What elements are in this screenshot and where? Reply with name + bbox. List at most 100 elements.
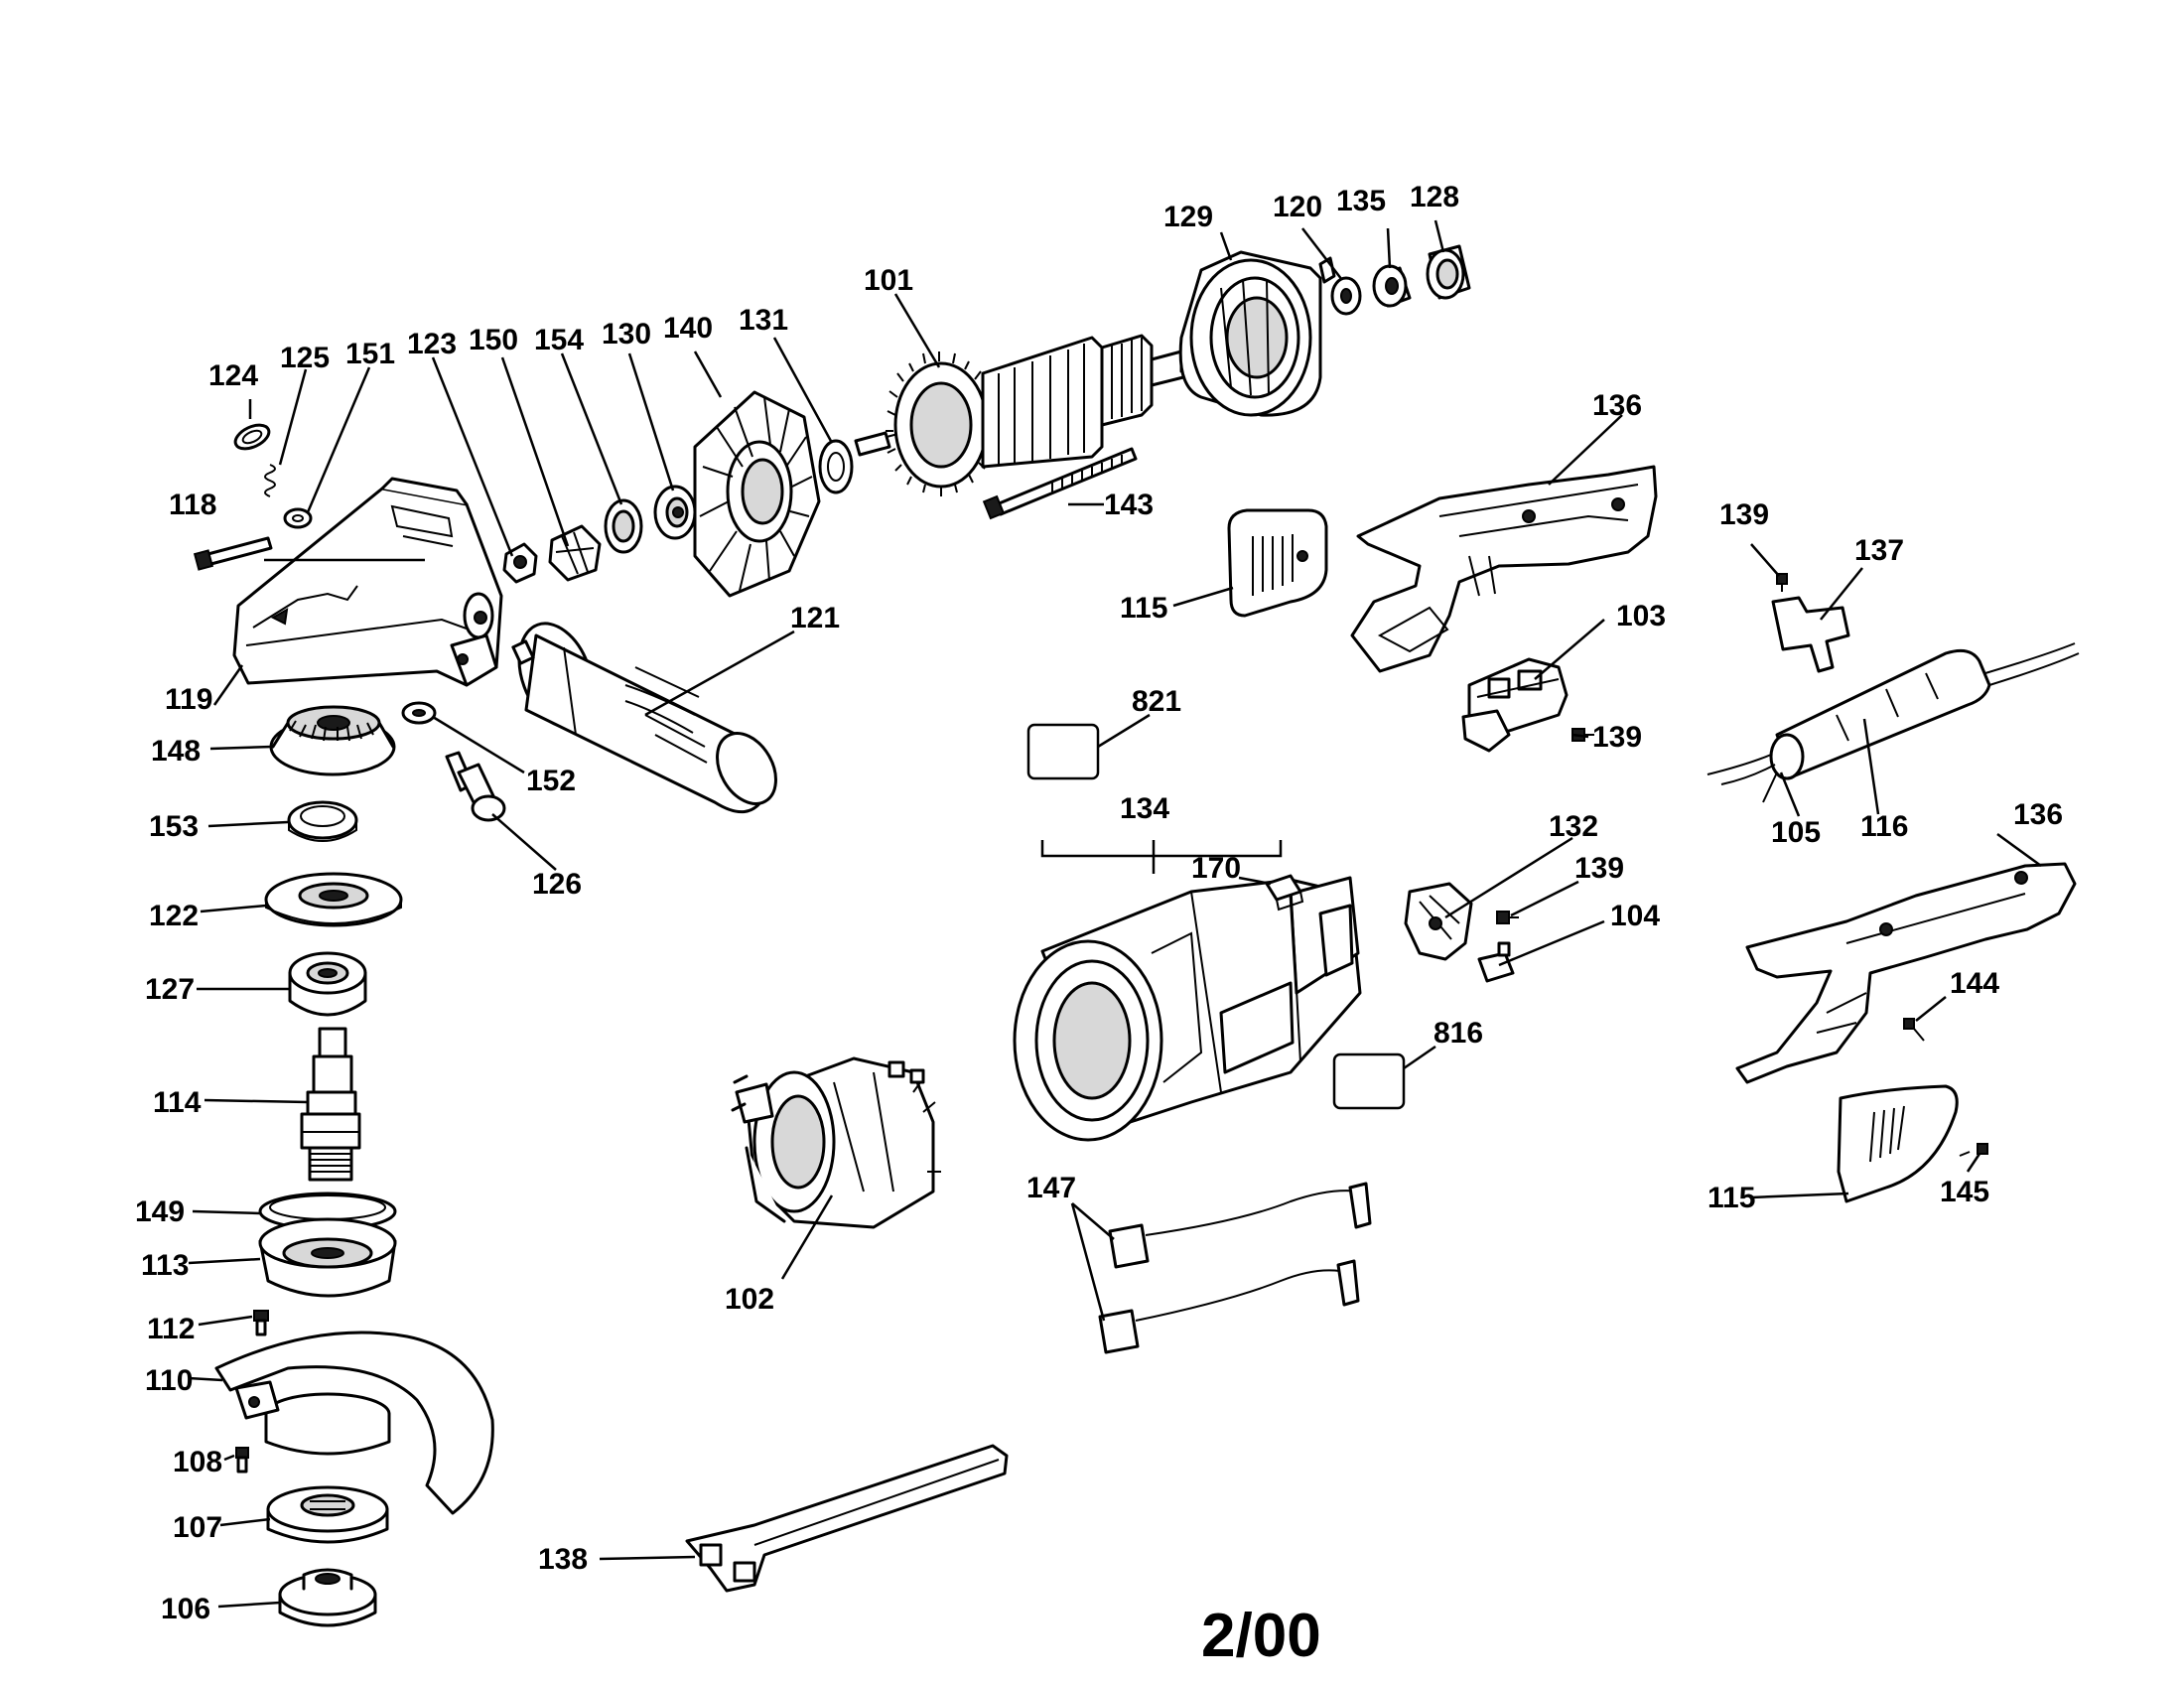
callout-132: 132	[1549, 810, 1598, 843]
part-131-washer	[818, 439, 854, 494]
callout-113: 113	[141, 1249, 189, 1282]
part-143-bolt	[982, 447, 1138, 520]
callout-101: 101	[864, 264, 913, 297]
callout-125: 125	[280, 342, 330, 374]
callout-104: 104	[1610, 900, 1660, 932]
part-103-switch	[1461, 657, 1569, 753]
part-150-pinion	[548, 524, 602, 582]
part-152-washer	[401, 701, 437, 725]
part-121-side-handle	[511, 622, 777, 814]
part-108-screw	[235, 1447, 249, 1474]
callout-153: 153	[149, 810, 199, 843]
callout-106: 106	[161, 1593, 210, 1625]
part-128-bushing	[1426, 244, 1471, 300]
part-139-screw-b	[1776, 573, 1788, 592]
callout-131: 131	[739, 304, 788, 337]
leader-lines	[188, 219, 2042, 1609]
callout-152: 152	[526, 765, 576, 797]
callout-128: 128	[1410, 181, 1459, 213]
part-140-fan	[693, 390, 821, 598]
part-120-washer	[1330, 276, 1362, 316]
callout-123: 123	[407, 328, 457, 360]
part-151-washer	[283, 507, 313, 529]
part-148-bevel-gear	[269, 705, 396, 776]
part-118-screw	[193, 536, 273, 571]
callout-147: 147	[1026, 1172, 1076, 1204]
callout-labels: 101 102 103 104 105 106 107 108 110 112 …	[135, 181, 2063, 1625]
callout-114: 114	[153, 1086, 202, 1119]
part-125-spring	[264, 464, 276, 497]
callout-124: 124	[208, 359, 258, 392]
part-145-screw	[1959, 1143, 1988, 1157]
callout-135: 135	[1336, 185, 1386, 217]
part-132-brush-holder	[1404, 882, 1473, 961]
callout-116: 116	[1860, 810, 1908, 843]
part-124-washer	[233, 423, 271, 451]
part-139-screw-c	[1496, 911, 1519, 924]
callout-119: 119	[165, 683, 212, 716]
callout-136-upper: 136	[1592, 389, 1642, 422]
part-126-spindle-lock-button	[445, 751, 506, 822]
part-119-gear-housing	[232, 477, 503, 687]
callout-118: 118	[169, 489, 216, 521]
part-106-lock-nut	[278, 1568, 377, 1627]
callout-129: 129	[1163, 201, 1213, 233]
callout-148: 148	[151, 735, 201, 768]
callout-139-middle: 139	[1592, 721, 1642, 754]
callout-154: 154	[534, 324, 584, 356]
part-129-end-bell	[1178, 250, 1336, 417]
part-102-field-coil	[731, 1056, 941, 1229]
callout-127: 127	[145, 973, 195, 1006]
callout-102: 102	[725, 1283, 774, 1316]
part-122-flange	[264, 872, 403, 927]
callout-105: 105	[1771, 816, 1821, 849]
part-136-lower-handle-half	[1735, 862, 2077, 1084]
part-147-brush-a	[1108, 1182, 1372, 1269]
part-104-brush	[1477, 941, 1515, 983]
revision-label: 2/00	[1201, 1602, 1321, 1670]
callout-149: 149	[135, 1195, 185, 1228]
part-130-bearing	[653, 485, 697, 540]
callout-110: 110	[145, 1364, 193, 1397]
part-816-box	[1332, 1052, 1406, 1110]
part-137-clamp	[1771, 596, 1850, 673]
part-821-box	[1026, 723, 1100, 780]
part-134-motor-housing	[1013, 876, 1362, 1142]
part-115-upper-nameplate	[1227, 508, 1328, 618]
callout-138: 138	[538, 1543, 588, 1576]
part-110-guard	[214, 1331, 494, 1515]
callout-816: 816	[1433, 1017, 1483, 1050]
part-138-wrench	[685, 1444, 1009, 1593]
callout-170: 170	[1191, 852, 1241, 885]
part-144-screw	[1903, 1018, 1925, 1042]
callout-130: 130	[602, 318, 651, 351]
callout-150: 150	[469, 324, 518, 356]
callout-126: 126	[532, 868, 582, 901]
part-147-brush-b	[1098, 1259, 1360, 1354]
part-112-screw	[253, 1310, 269, 1336]
part-153-seal	[287, 800, 358, 842]
callout-139-lower: 139	[1574, 852, 1624, 885]
callout-139-upper: 139	[1719, 498, 1769, 531]
callout-134: 134	[1120, 792, 1169, 825]
part-107-inner-flange	[266, 1485, 389, 1544]
callout-143: 143	[1104, 489, 1154, 521]
callout-145: 145	[1940, 1176, 1989, 1208]
part-113-bearing-cap	[258, 1217, 397, 1298]
callout-108: 108	[173, 1446, 222, 1478]
part-116-cord-protector	[1769, 642, 2080, 780]
callout-115-lower: 115	[1707, 1182, 1755, 1214]
callout-821: 821	[1132, 685, 1181, 718]
part-114-spindle	[300, 1027, 361, 1182]
callout-140: 140	[663, 312, 713, 345]
part-127-bearing	[288, 951, 367, 1017]
callout-121: 121	[790, 602, 840, 634]
callout-103: 103	[1616, 600, 1666, 632]
part-170-block	[1265, 874, 1304, 912]
callout-115-upper: 115	[1120, 592, 1167, 625]
callout-136-lower: 136	[2013, 798, 2063, 831]
callout-137: 137	[1854, 534, 1904, 567]
callout-112: 112	[147, 1313, 195, 1345]
part-154-bearing	[604, 498, 643, 554]
